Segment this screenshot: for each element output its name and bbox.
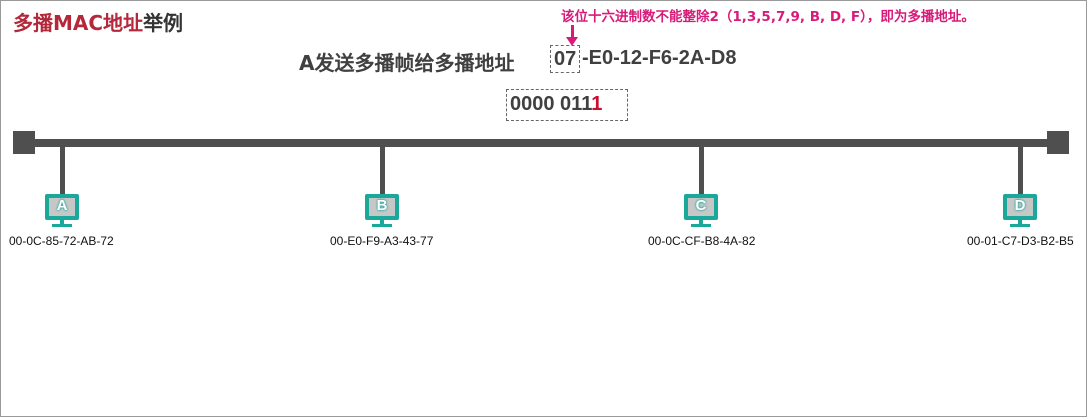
drop-line-d [1018,147,1023,195]
computer-icon: D [1003,194,1037,220]
computer-icon: A [45,194,79,220]
host-b-mac: 00-E0-F9-A3-43-77 [330,234,434,248]
host-a-mac: 00-0C-85-72-AB-72 [9,234,114,248]
drop-line-a [60,147,65,195]
drop-line-b [380,147,385,195]
bus-right-terminator [1047,131,1069,154]
binary-expansion-box: 0000 0111 [506,89,628,121]
computer-icon: C [684,194,718,220]
mac-first-byte-box: 07 [550,45,580,73]
send-label: A发送多播帧给多播地址 [299,51,515,75]
binary-prefix: 0000 011 [510,93,592,115]
binary-value: 0000 0111 [510,93,602,116]
down-arrow-icon [566,37,578,46]
bus-line [19,139,1069,147]
bus-left-terminator [13,131,35,154]
host-letter: B [376,197,388,214]
host-letter: C [695,197,707,214]
title-highlight: 多播MAC地址 [13,11,144,35]
title-rest: 举例 [143,11,184,35]
host-letter: D [1014,197,1026,214]
note-arrow-shaft [571,25,574,39]
mac-rest: -E0-12-F6-2A-D8 [582,47,737,69]
mac-first-byte: 07 [554,48,577,70]
computer-icon: B [365,194,399,220]
host-d-mac: 00-01-C7-D3-B2-B5 [967,234,1074,248]
host-c-mac: 00-0C-CF-B8-4A-82 [648,234,756,248]
multicast-rule-note: 该位十六进制数不能整除2（1,3,5,7,9, B, D, F），即为多播地址。 [561,9,975,25]
binary-last-bit: 1 [591,93,603,115]
drop-line-c [699,147,704,195]
host-letter: A [56,197,68,214]
slide-title: 多播MAC地址举例 [13,7,183,36]
